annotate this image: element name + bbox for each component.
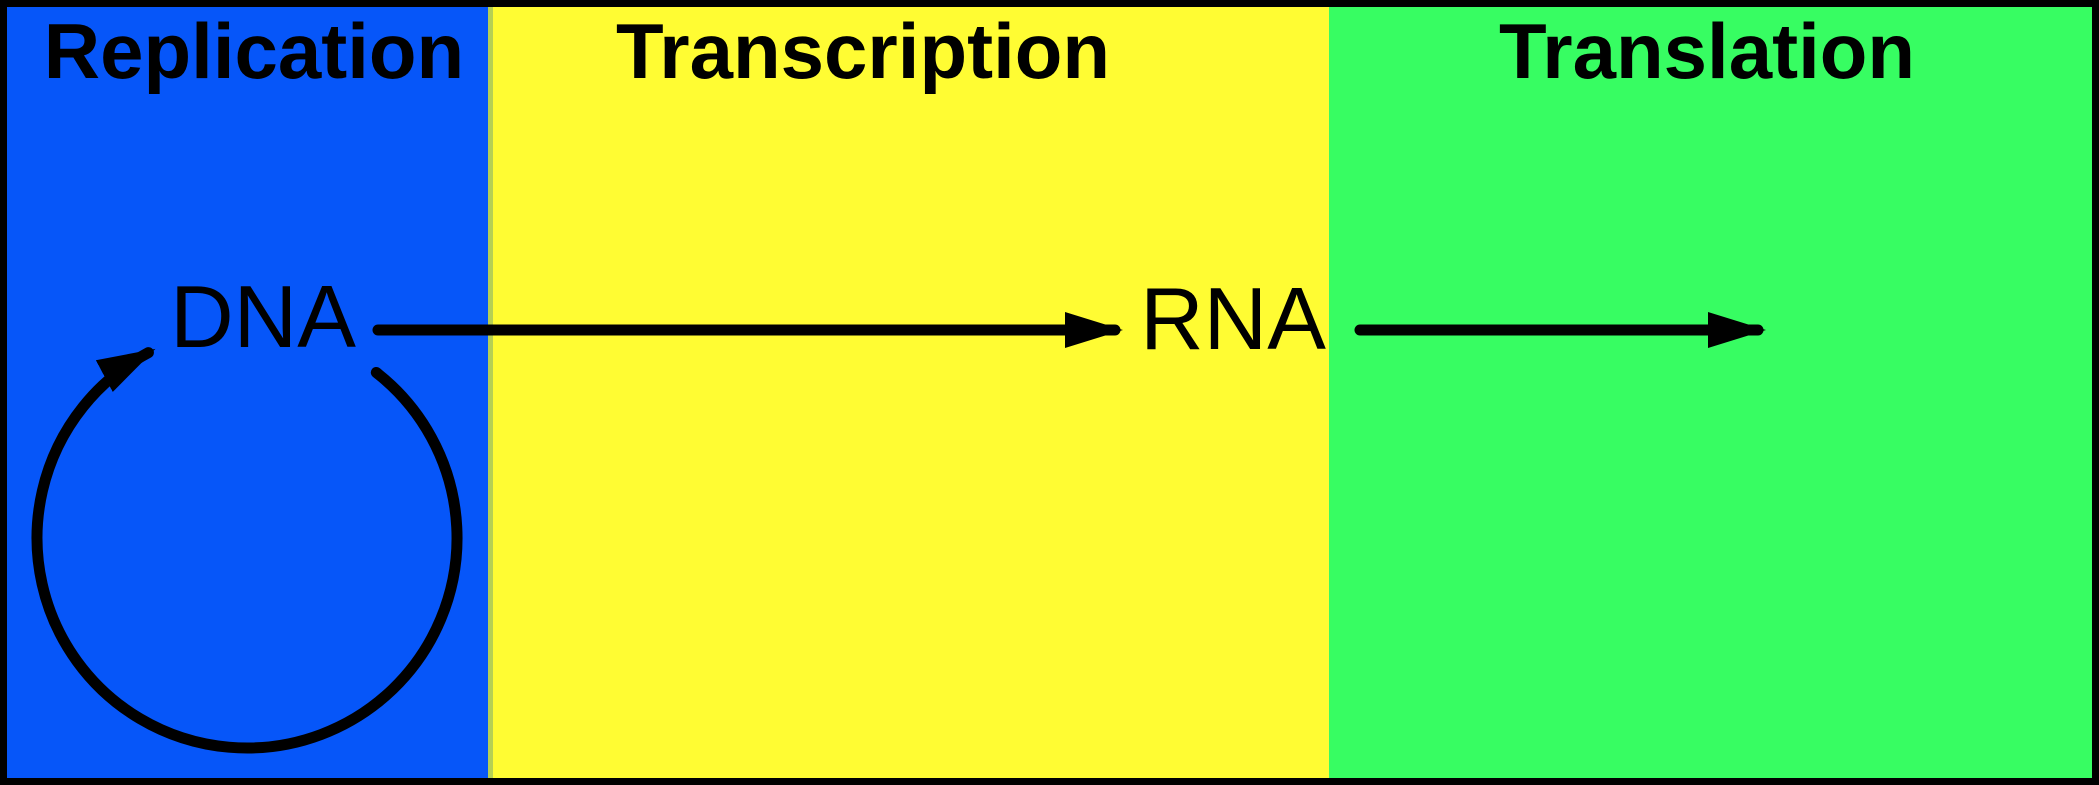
- diagram-canvas: Replication Transcription Translation: [7, 7, 2092, 778]
- transcription-panel: [492, 7, 1329, 778]
- panel-divider: [488, 7, 493, 778]
- replication-panel: [7, 7, 492, 778]
- transcription-title: Transcription: [615, 7, 1111, 95]
- translation-title: Translation: [1498, 7, 1916, 95]
- replication-title: Replication: [43, 7, 465, 95]
- rna-node-label: RNA: [1140, 269, 1326, 368]
- dna-node-label: DNA: [170, 267, 356, 366]
- translation-panel: [1329, 7, 2092, 778]
